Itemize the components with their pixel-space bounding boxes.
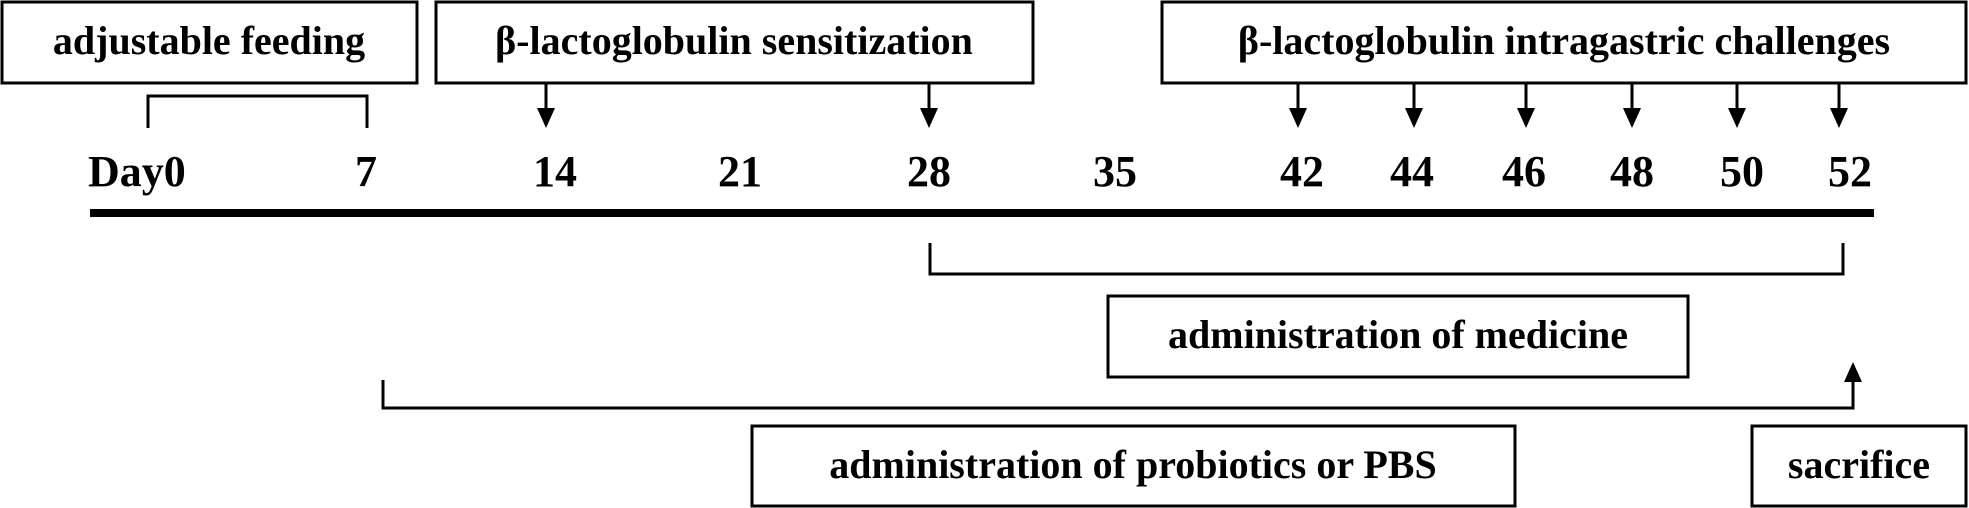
day-label-14: 14 xyxy=(533,147,577,196)
medicine-label: administration of medicine xyxy=(1168,312,1628,357)
probiotics-bracket xyxy=(381,362,1862,410)
sacrifice-box: sacrifice xyxy=(1750,424,1968,508)
sensitization-arrow-day14 xyxy=(537,83,555,128)
sensitization-arrow-day28 xyxy=(920,83,938,128)
adjustable-feeding-label: adjustable feeding xyxy=(53,18,365,63)
day-label-42: 42 xyxy=(1280,147,1324,196)
day-label-28: 28 xyxy=(907,147,951,196)
challenge-arrow-day48 xyxy=(1623,83,1641,128)
day-label-35: 35 xyxy=(1093,147,1137,196)
day-labels: Day0 7 14 21 28 35 42 44 46 48 50 52 xyxy=(88,147,1872,196)
day-label-44: 44 xyxy=(1390,147,1434,196)
day-label-46: 46 xyxy=(1502,147,1546,196)
adjustable-feeding-box: adjustable feeding xyxy=(0,0,419,85)
challenge-arrow-day46 xyxy=(1517,83,1535,128)
day-label-50: 50 xyxy=(1720,147,1764,196)
challenges-label: β-lactoglobulin intragastric challenges xyxy=(1238,18,1890,63)
challenge-arrow-day44 xyxy=(1405,83,1423,128)
medicine-bracket xyxy=(928,243,1845,276)
probiotics-box: administration of probiotics or PBS xyxy=(750,424,1517,508)
day-label-0: Day0 xyxy=(88,147,186,196)
day-label-48: 48 xyxy=(1610,147,1654,196)
day-label-52: 52 xyxy=(1828,147,1872,196)
sensitization-label: β-lactoglobulin sensitization xyxy=(495,18,973,63)
sensitization-box: β-lactoglobulin sensitization xyxy=(434,0,1035,85)
day-label-7: 7 xyxy=(355,147,377,196)
sacrifice-label: sacrifice xyxy=(1788,442,1930,487)
medicine-box: administration of medicine xyxy=(1106,294,1690,379)
probiotics-label: administration of probiotics or PBS xyxy=(829,442,1436,487)
day-label-21: 21 xyxy=(718,147,762,196)
feeding-bracket xyxy=(146,94,369,128)
challenge-arrow-day50 xyxy=(1728,83,1746,128)
challenge-arrow-day52 xyxy=(1830,83,1848,128)
challenges-box: β-lactoglobulin intragastric challenges xyxy=(1160,0,1968,85)
challenge-arrow-day42 xyxy=(1289,83,1307,128)
